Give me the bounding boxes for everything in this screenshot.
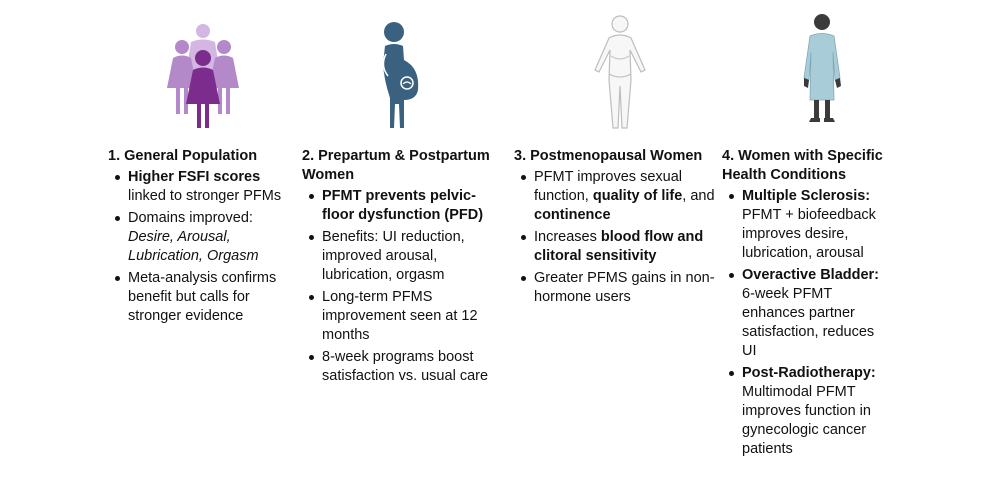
list-item: Greater PFMS gains in non-hormone users — [521, 270, 715, 305]
group-title: 2. Prepartum & Postpartum Women — [302, 148, 490, 183]
list-item: Increases blood flow and clitoral sensit… — [521, 228, 716, 266]
list-item: 8-week programs boost satisfaction vs. u… — [309, 348, 492, 386]
list-item: Higher FSFI scores linked to stronger PF… — [115, 168, 298, 206]
group-title: 1. General Population — [108, 148, 258, 164]
group-list: PFMT improves sexual function, quality o… — [514, 168, 716, 307]
group-list: Higher FSFI scores linked to stronger PF… — [108, 168, 298, 326]
postmenopausal-woman-icon — [594, 15, 646, 129]
list-item: Benefits: UI reduction, improved arousal… — [309, 228, 492, 285]
group-title: 3. Postmenopausal Women — [514, 148, 703, 164]
list-item: PFMT prevents pelvic-floor dysfunction (… — [309, 187, 492, 225]
group-postmenopausal: 3. Postmenopausal Women PFMT improves se… — [514, 147, 724, 310]
women-group-icon — [167, 24, 239, 128]
group-general-population: 1. General Population Higher FSFI scores… — [108, 147, 298, 329]
group-title: 4. Women with Specific Health Conditions — [722, 148, 883, 183]
group-list: PFMT prevents pelvic-floor dysfunction (… — [302, 187, 492, 386]
group-list: Multiple Sclerosis: PFMT + biofeedback i… — [722, 187, 888, 459]
list-item: Domains improved: Desire, Arousal, Lubri… — [115, 209, 298, 266]
list-item: Post-Radiotherapy: Multimodal PFMT impro… — [729, 364, 888, 459]
list-item: Meta-analysis confirms benefit but calls… — [115, 269, 298, 326]
pregnant-woman-icon — [382, 22, 419, 128]
list-item: Overactive Bladder: 6-week PFMT enhances… — [729, 266, 888, 361]
list-item: Multiple Sclerosis: PFMT + biofeedback i… — [729, 187, 888, 263]
patient-gown-icon — [803, 14, 841, 122]
list-item: Long-term PFMS improvement seen at 12 mo… — [309, 288, 492, 345]
group-specific-health-conditions: 4. Women with Specific Health Conditions… — [722, 147, 902, 462]
list-item: PFMT improves sexual function, quality o… — [521, 169, 715, 223]
group-prepartum-postpartum: 2. Prepartum & Postpartum Women PFMT pre… — [302, 147, 512, 389]
